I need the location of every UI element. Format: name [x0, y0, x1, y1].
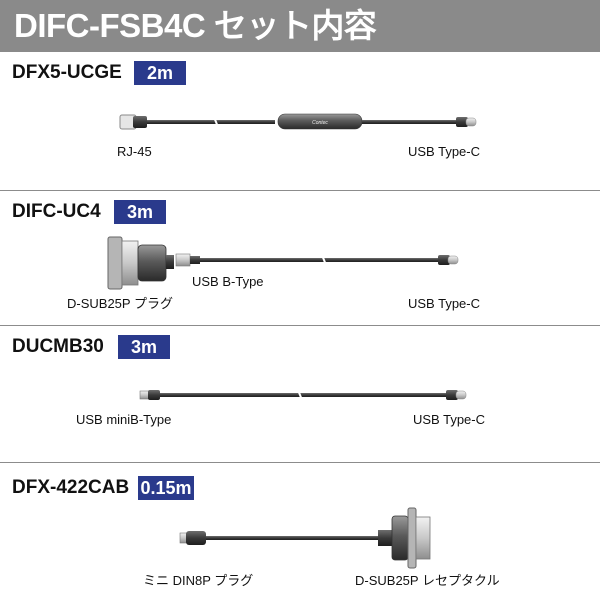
length-badge: 3m [118, 335, 170, 359]
model-name: DIFC-UC4 [12, 201, 101, 222]
item-dfx-422cab: DFX-422CAB 0.15m ミニ DIN8P プラグ D-SUB25P レ… [0, 463, 600, 600]
connector-label-right: D-SUB25P レセプタクル [355, 573, 500, 588]
item-dfx5-ucge: DFX5-UCGE 2m Contec RJ-45 USB Type-C [0, 52, 600, 190]
connector-label-right: USB Type-C [408, 296, 481, 311]
header-bar: DIFC-FSB4C セット内容 [0, 0, 600, 52]
model-name: DFX5-UCGE [12, 62, 122, 83]
brand-text: Contec [312, 120, 328, 126]
connector-label-mid: USB B-Type [192, 274, 264, 289]
connector-label-left: D-SUB25P プラグ [67, 296, 173, 311]
minib-to-usbc-cable-image [139, 389, 467, 401]
item-difc-uc4: DIFC-UC4 3m USB B-Type D-SUB25P プラグ USB … [0, 191, 600, 325]
connector-label-right: USB Type-C [408, 144, 481, 159]
mini-din-to-dsub25-cable-image [179, 507, 431, 569]
section-divider [0, 462, 600, 463]
length-badge: 2m [134, 61, 186, 85]
item-ducmb30: DUCMB30 3m USB miniB-Type USB Type-C [0, 326, 600, 462]
connector-label-left: ミニ DIN8P プラグ [143, 573, 254, 588]
length-badge: 0.15m [138, 476, 194, 500]
length-badge: 3m [114, 200, 166, 224]
section-divider [0, 190, 600, 191]
section-divider [0, 325, 600, 326]
connector-label-left: USB miniB-Type [76, 412, 172, 427]
model-name: DFX-422CAB [12, 477, 130, 498]
page-title: DIFC-FSB4C セット内容 [14, 7, 377, 44]
dsub25-to-usbc-cable-image [107, 236, 459, 290]
connector-label-right: USB Type-C [413, 412, 486, 427]
ethernet-to-usbc-cable-image: Contec [119, 113, 477, 130]
model-name: DUCMB30 [12, 336, 104, 357]
connector-label-left: RJ-45 [117, 144, 152, 159]
